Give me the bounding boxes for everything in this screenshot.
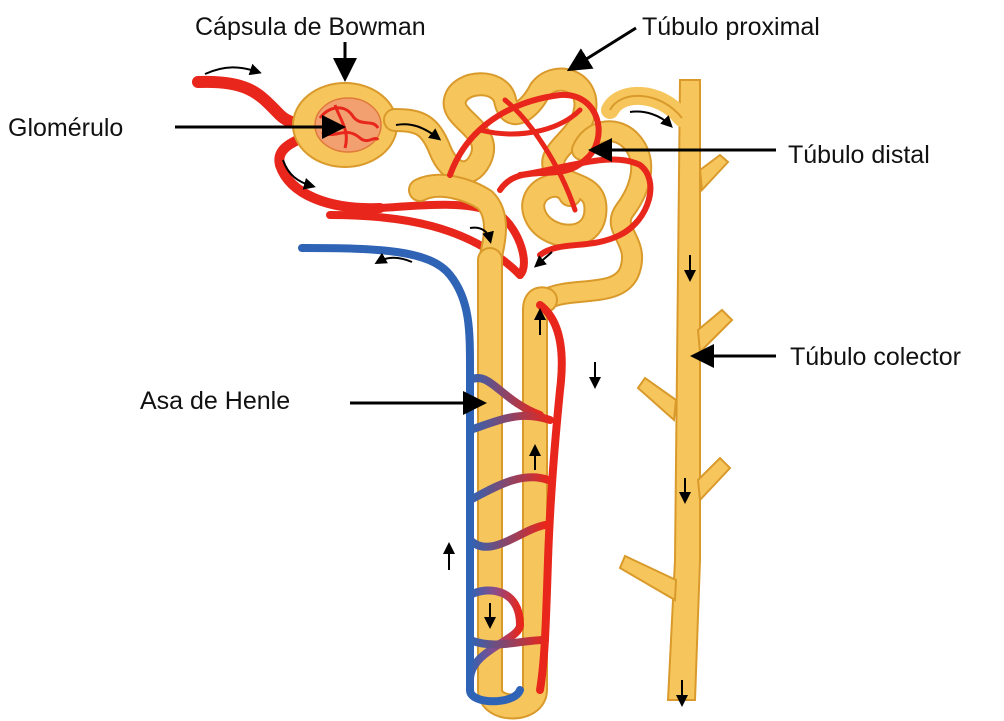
label-distal-tubule: Túbulo distal [788, 143, 930, 168]
label-bowman-capsule: Cápsula de Bowman [195, 15, 426, 40]
bowman-capsule [293, 83, 397, 167]
label-collecting-tubule: Túbulo colector [790, 345, 961, 370]
label-loop-of-henle: Asa de Henle [140, 389, 290, 414]
label-glomerulus: Glomérulo [8, 116, 123, 141]
vasa-recta [302, 248, 550, 701]
collecting-duct [610, 80, 732, 700]
label-proximal-tubule: Túbulo proximal [642, 15, 820, 40]
